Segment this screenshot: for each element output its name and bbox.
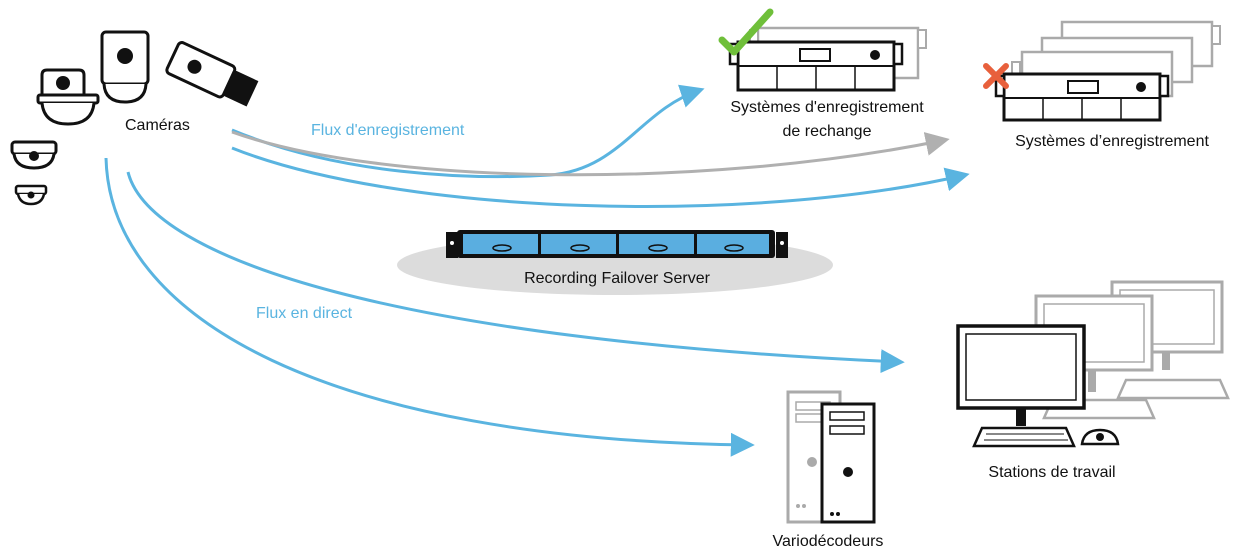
flow-to-decoders [104,157,755,457]
cameras-label: Caméras [125,117,190,134]
dome-camera-icon [36,68,100,126]
fail-x-icon [983,63,1009,89]
recording-systems-label: Systèmes d’enregistrement [1015,133,1209,150]
check-icon [718,8,774,56]
workstations-label: Stations de travail [988,464,1115,481]
cameras-group: Caméras [10,30,259,206]
bullet-camera-icon [165,41,259,107]
decoders-group: Variodécodeurs [773,390,884,550]
flow-to-recorders-gray [231,130,950,177]
recording-flow-label: Flux d'enregistrement [311,122,465,139]
pendant-camera-icon [100,30,150,104]
spare-systems-label-line1: Systèmes d'enregistrement [730,99,924,116]
micro-dome-camera-icon [14,184,48,206]
decoders-label: Variodécodeurs [773,533,884,550]
flow-lines [104,84,970,457]
mini-dome-camera-icon [10,140,58,170]
spare-recording-system: Systèmes d'enregistrement de rechange [718,8,927,140]
recording-systems-stack: Systèmes d’enregistrement [983,20,1221,150]
failover-server-label: Recording Failover Server [524,270,711,287]
joystick-icon [1080,428,1120,446]
failover-server: Recording Failover Server [397,230,833,295]
live-flow-label: Flux en direct [256,305,353,322]
flow-to-recorders-blue [231,146,970,208]
flow-to-workstations [126,171,905,374]
flow-to-spare-recorder [231,84,705,179]
workstations-group: Stations de travail [956,280,1230,481]
spare-systems-label-line2: de rechange [783,123,872,140]
